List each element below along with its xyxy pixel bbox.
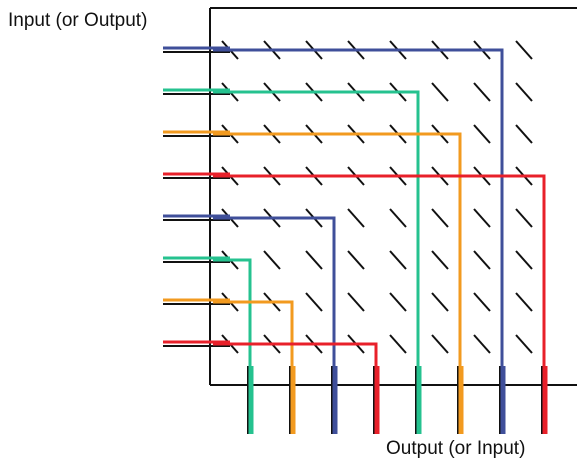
switch-element [305,250,323,270]
output-or-input-label: Output (or Input) [386,438,525,459]
connection-path [213,300,294,434]
frame [209,7,577,386]
switch-element [389,334,407,354]
switch-element [473,124,491,144]
switch-grid [221,40,533,354]
switch-element [515,250,533,270]
switch-element [431,208,449,228]
switch-element [515,124,533,144]
output-port-stubs [247,366,548,434]
switch-element [515,292,533,312]
connection-path [213,174,546,434]
connection-path [213,48,504,434]
switch-element [473,250,491,270]
switch-element [431,250,449,270]
switch-element [347,250,365,270]
switch-element [473,292,491,312]
input-port-stubs [163,46,230,347]
switch-element [515,82,533,102]
input-or-output-label: Input (or Output) [8,10,147,31]
switch-element [263,250,281,270]
switch-element [473,208,491,228]
switch-element [473,334,491,354]
switch-element [431,82,449,102]
switch-element [389,250,407,270]
switch-element [431,292,449,312]
switch-element [473,82,491,102]
connection-paths [213,48,546,434]
connection-path [213,258,252,434]
switch-element [515,40,533,60]
switch-element [347,292,365,312]
connection-path [213,216,336,434]
switch-element [431,334,449,354]
switch-element [515,334,533,354]
connection-path [213,342,378,434]
switch-element [389,292,407,312]
connection-path [213,90,420,434]
switch-element [347,208,365,228]
switch-element [389,208,407,228]
switch-element [305,292,323,312]
switch-element [515,208,533,228]
connection-path [213,132,462,434]
